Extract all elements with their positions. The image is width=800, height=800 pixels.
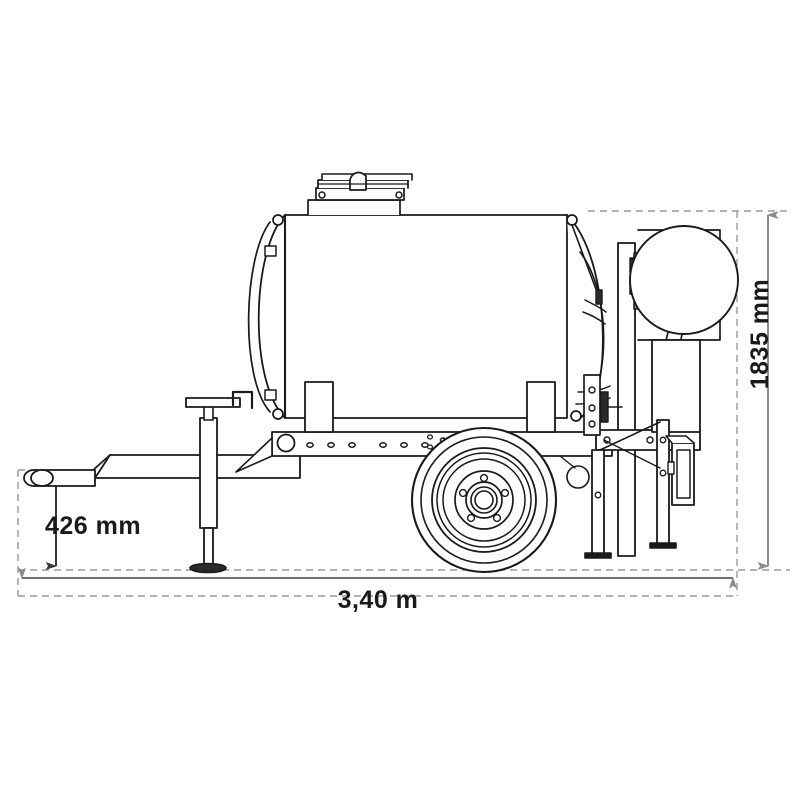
jack-crank-handle — [185, 390, 254, 410]
rear-support-leg-back — [649, 419, 677, 549]
axle-detail — [426, 434, 434, 450]
rear-circular-reel — [629, 225, 739, 375]
machine-outline — [23, 171, 739, 574]
tank-saddle-front — [304, 381, 334, 433]
dimension-length-340: 3,40 m — [18, 567, 737, 614]
tank-body — [247, 213, 611, 422]
dimension-height-1835: 1835 mm — [746, 211, 779, 570]
tank-saddle-rear — [526, 381, 556, 433]
dimension-layer: 1835 mm 426 mm 3,40 m — [17, 210, 790, 614]
jack-stand — [189, 403, 227, 574]
tail-light-unit — [665, 435, 695, 506]
rear-support-leg-front — [584, 449, 612, 559]
pump-housing-box — [651, 339, 701, 433]
top-manhole-hatch — [307, 171, 413, 216]
rear-vertical-mast — [595, 242, 701, 557]
dimension-label-height: 1835 mm — [746, 279, 774, 390]
dimension-label-clearance: 426 mm — [45, 512, 141, 540]
dimension-label-length: 3,40 m — [338, 586, 419, 614]
drawbar-beam — [91, 454, 301, 479]
hitch-eye — [23, 469, 96, 487]
road-wheel — [410, 426, 558, 574]
dimension-clearance-426: 426 mm — [45, 470, 141, 570]
